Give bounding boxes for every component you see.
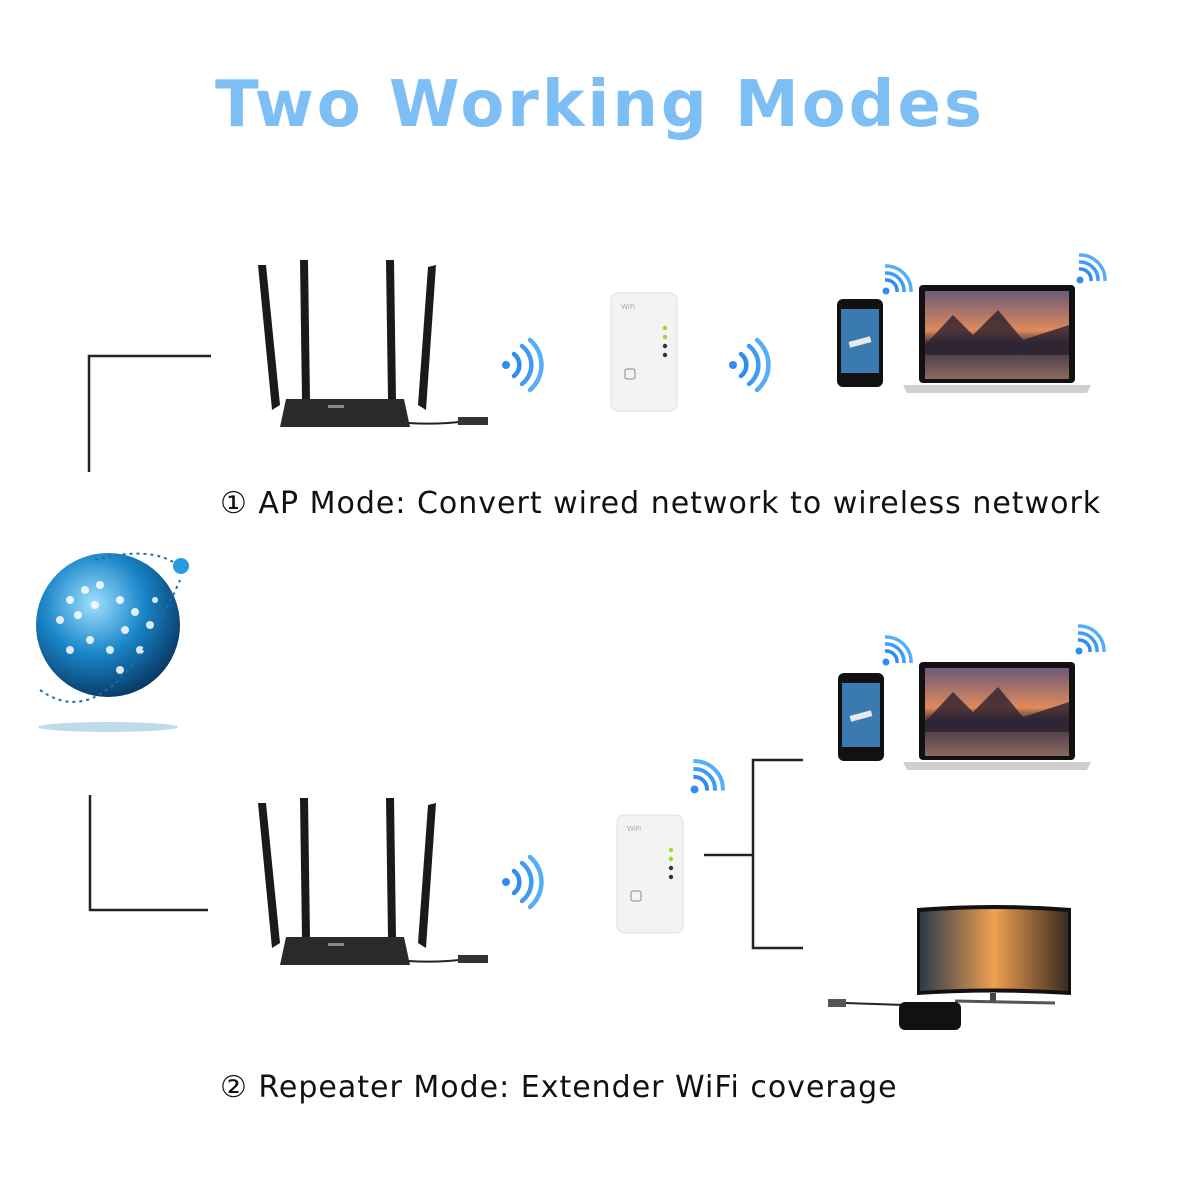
globe-icon <box>36 552 189 732</box>
wifi-signal-icon <box>1074 253 1107 286</box>
wifi-signal-icon <box>502 340 541 390</box>
wifi-signal-icon <box>1073 624 1106 657</box>
tv-icon <box>917 905 1071 1005</box>
tv-box-icon <box>828 999 961 1030</box>
smartphone-icon <box>837 299 883 387</box>
extender-icon <box>610 292 678 412</box>
smartphone-icon <box>838 673 884 761</box>
wifi-signal-icon <box>880 264 913 297</box>
ap-mode-caption: ① AP Mode: Convert wired network to wire… <box>220 486 1102 521</box>
connection-lines <box>87 354 803 950</box>
router-icon <box>257 259 489 428</box>
wifi-signal-icon <box>880 635 913 668</box>
wifi-signal-icon <box>688 759 725 796</box>
router-icon <box>257 797 489 966</box>
laptop-icon <box>903 285 1091 393</box>
wifi-signal-icon <box>502 857 541 907</box>
repeater-mode-caption: ② Repeater Mode: Extender WiFi coverage <box>220 1070 898 1105</box>
wifi-signal-icon <box>729 340 768 390</box>
laptop-icon <box>903 662 1091 770</box>
page-title: Two Working Modes <box>215 68 985 142</box>
extender-icon <box>616 814 684 934</box>
